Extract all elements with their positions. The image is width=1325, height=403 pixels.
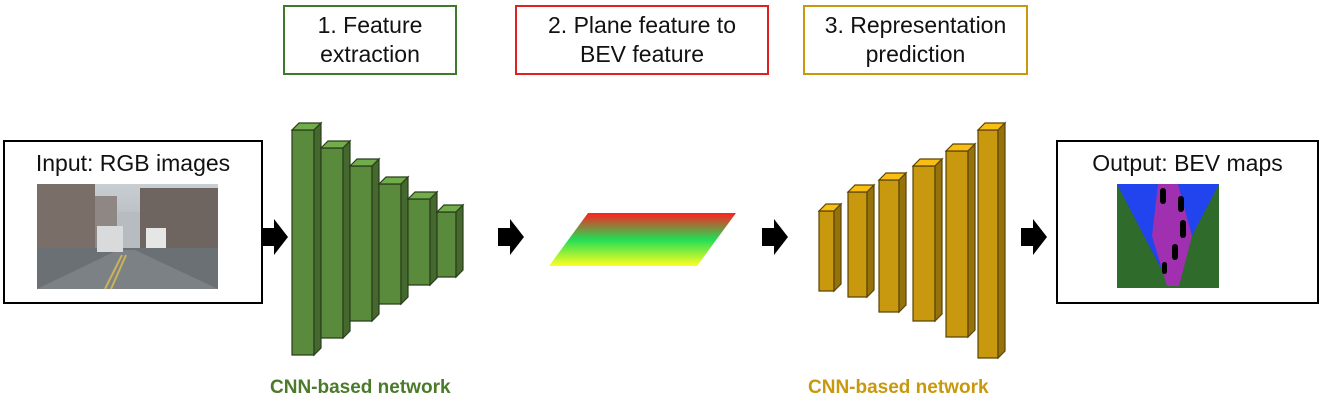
encoder-layer-5 <box>406 190 439 287</box>
decoder-network <box>817 121 1007 360</box>
encoder-layer-6 <box>435 203 465 279</box>
arrow-right-icon <box>262 219 288 255</box>
encoder-network <box>290 121 465 357</box>
decoder-layer-1 <box>817 202 843 293</box>
output-bev-map <box>1117 184 1219 288</box>
encoder-network-label: CNN-based network <box>270 377 451 398</box>
encoder-layer-1 <box>290 121 323 357</box>
decoder-layer-2 <box>846 183 876 299</box>
decoder-layer-4 <box>911 157 944 323</box>
arrow-right-icon <box>498 219 524 255</box>
decoder-layer-3 <box>877 171 908 314</box>
output-title: Output: BEV maps <box>1092 150 1283 176</box>
stage-plane-to-bev-box: 2. Plane feature to BEV feature <box>515 5 769 75</box>
decoder-layer-5 <box>944 142 977 339</box>
stage-plane-to-bev-label: 2. Plane feature to BEV feature <box>548 12 736 67</box>
stage-representation-prediction-box: 3. Representation prediction <box>803 5 1028 75</box>
encoder-layer-4 <box>377 175 410 306</box>
arrow-right-icon <box>1021 219 1047 255</box>
stage-feature-extraction-box: 1. Feature extraction <box>283 5 457 75</box>
decoder-network-label: CNN-based network <box>808 377 989 398</box>
arrow-right-icon <box>762 219 788 255</box>
decoder-layer-6 <box>976 121 1007 360</box>
flow-arrows <box>262 219 1047 255</box>
stage-representation-prediction-label: 3. Representation prediction <box>824 12 1007 67</box>
input-title: Input: RGB images <box>35 150 231 176</box>
stage-feature-extraction-label: 1. Feature extraction <box>317 12 423 67</box>
encoder-layer-3 <box>348 157 381 323</box>
bev-feature-plane <box>549 213 736 266</box>
input-rgb-image <box>37 184 218 290</box>
encoder-layer-2 <box>319 139 352 340</box>
